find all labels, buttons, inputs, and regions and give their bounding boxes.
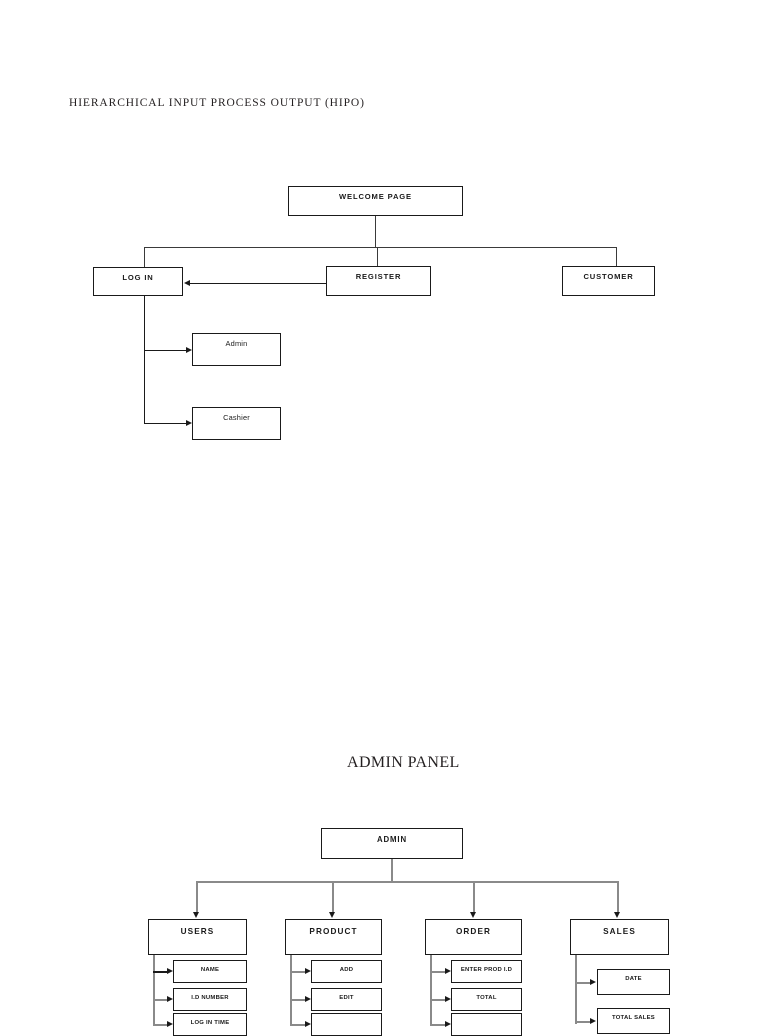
connector-drop-register	[377, 247, 379, 268]
node-admin-root-label: ADMIN	[376, 835, 408, 844]
arrowhead-admin	[186, 346, 192, 353]
node-users[interactable]: USERS	[148, 919, 247, 955]
connector-drop-users	[196, 881, 198, 914]
arrowhead-product-add	[305, 968, 311, 974]
node-order-total[interactable]: TOTAL	[451, 988, 522, 1011]
node-welcome-page[interactable]: WELCOME PAGE	[288, 186, 463, 216]
arrowhead-order-prodid	[445, 968, 451, 974]
connector-users-to-time	[153, 1024, 168, 1026]
connector-drop-sales	[617, 881, 619, 914]
connector-product-to-add	[290, 971, 306, 973]
arrowhead-sales-total	[590, 1018, 596, 1024]
connector-login-to-cashier	[143, 423, 188, 425]
connector-category-bus	[196, 881, 618, 883]
connector-product-to-edit	[290, 999, 306, 1001]
node-product-edit-label: EDIT	[339, 995, 354, 1001]
page-title: HIERARCHICAL INPUT PROCESS OUTPUT (HIPO)	[69, 97, 365, 109]
connector-admin-trunk	[391, 859, 393, 882]
connector-login-to-admin	[143, 349, 188, 351]
connector-drop-product	[332, 881, 334, 914]
node-order-label: ORDER	[455, 927, 492, 936]
node-log-in[interactable]: LOG IN	[93, 267, 183, 296]
node-register[interactable]: REGISTER	[326, 266, 431, 296]
node-customer-label: CUSTOMER	[583, 272, 634, 281]
node-product[interactable]: PRODUCT	[285, 919, 382, 955]
node-sales-total-sales[interactable]: TOTAL SALES	[597, 1008, 670, 1034]
node-users-log-in-time[interactable]: LOG IN TIME	[173, 1013, 247, 1036]
arrowhead-cashier	[186, 420, 192, 426]
node-order-total-label: TOTAL	[476, 995, 497, 1001]
arrowhead-product	[329, 912, 335, 918]
connector-order-spine	[430, 955, 432, 1024]
node-users-log-in-time-label: LOG IN TIME	[190, 1020, 230, 1026]
section-title-admin-panel: ADMIN PANEL	[347, 754, 460, 771]
node-users-id-number-label: I.D NUMBER	[191, 995, 229, 1001]
node-order[interactable]: ORDER	[425, 919, 522, 955]
node-product-add[interactable]: ADD	[311, 960, 382, 983]
connector-order-to-total	[430, 999, 446, 1001]
connector-users-to-id	[153, 999, 168, 1001]
node-customer[interactable]: CUSTOMER	[562, 266, 655, 296]
connector-drop-login	[144, 247, 146, 268]
node-product-third[interactable]	[311, 1013, 382, 1036]
node-admin-label: Admin	[225, 339, 248, 348]
arrowhead-sales-date	[590, 979, 596, 985]
node-sales-date-label: DATE	[625, 976, 642, 982]
connector-drop-order	[473, 881, 475, 914]
node-users-label: USERS	[180, 927, 215, 936]
node-cashier[interactable]: Cashier	[192, 407, 281, 440]
node-product-third-label	[312, 1014, 381, 1020]
connector-order-to-third	[430, 1024, 446, 1026]
node-welcome-page-label: WELCOME PAGE	[339, 192, 412, 201]
node-admin-root[interactable]: ADMIN	[321, 828, 463, 859]
arrowhead-users-id	[167, 996, 173, 1002]
node-sales-label: SALES	[603, 927, 636, 936]
connector-level2-bus	[144, 247, 617, 249]
connector-sales-spine	[575, 955, 577, 1024]
connector-product-to-third	[290, 1024, 306, 1026]
arrowhead-product-edit	[305, 996, 311, 1002]
arrowhead-order-total	[445, 996, 451, 1002]
connector-login-spine	[143, 296, 145, 424]
connector-product-spine	[290, 955, 292, 1024]
connector-drop-customer	[616, 247, 618, 267]
node-order-third-label	[452, 1014, 521, 1020]
node-product-add-label: ADD	[339, 967, 354, 973]
connector-welcome-trunk	[375, 216, 377, 248]
node-order-enter-prod-id[interactable]: ENTER PROD I.D	[451, 960, 522, 983]
node-sales-total-sales-label: TOTAL SALES	[611, 1015, 655, 1021]
node-cashier-label: Cashier	[223, 413, 250, 422]
connector-order-to-prodid	[430, 971, 446, 973]
connector-register-to-login	[190, 283, 327, 285]
node-log-in-label: LOG IN	[122, 273, 154, 282]
arrowhead-users-name	[167, 968, 173, 974]
node-users-id-number[interactable]: I.D NUMBER	[173, 988, 247, 1011]
arrowhead-order	[470, 912, 476, 918]
node-order-enter-prod-id-label: ENTER PROD I.D	[460, 967, 513, 973]
node-product-edit[interactable]: EDIT	[311, 988, 382, 1011]
connector-sales-to-total	[575, 1021, 591, 1023]
connector-users-spine	[153, 955, 155, 1024]
node-product-label: PRODUCT	[309, 927, 358, 936]
node-sales-date[interactable]: DATE	[597, 969, 670, 995]
node-register-label: REGISTER	[355, 272, 402, 281]
arrowhead-sales	[614, 912, 620, 918]
arrowhead-register-to-login	[184, 280, 190, 286]
connector-sales-to-date	[575, 982, 591, 984]
node-users-name[interactable]: NAME	[173, 960, 247, 983]
node-users-name-label: NAME	[200, 967, 220, 973]
connector-users-to-name	[153, 971, 168, 973]
node-admin[interactable]: Admin	[192, 333, 281, 366]
arrowhead-users	[193, 912, 199, 918]
node-order-third[interactable]	[451, 1013, 522, 1036]
node-sales[interactable]: SALES	[570, 919, 669, 955]
